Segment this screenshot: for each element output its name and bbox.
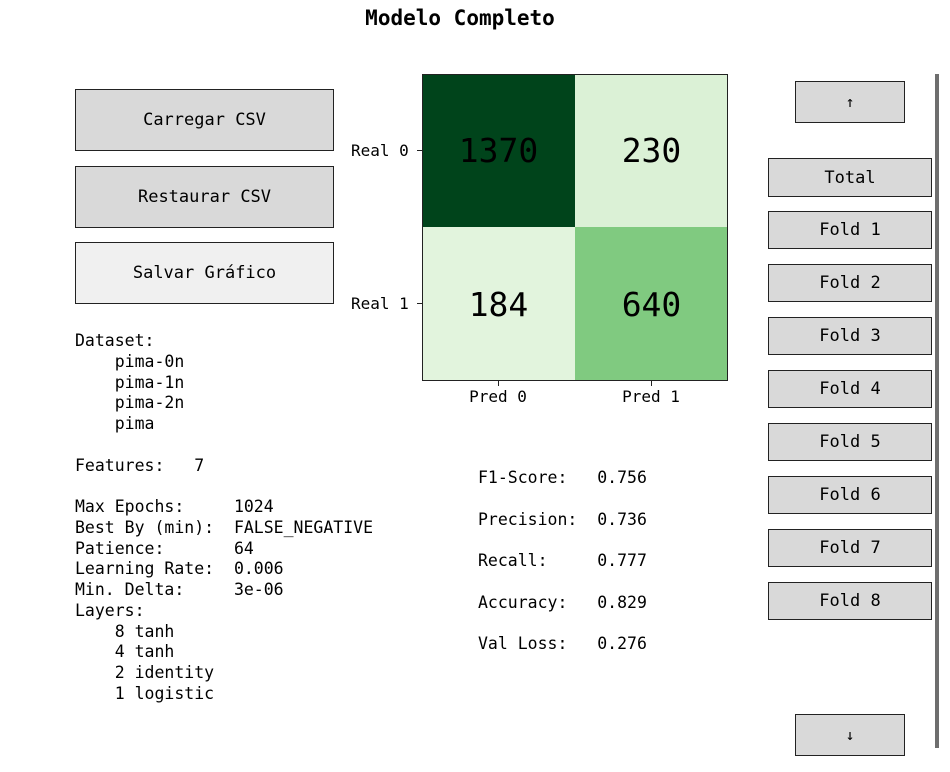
cm-x-tick (651, 381, 652, 386)
scroll-down-button[interactable]: ↓ (795, 714, 905, 756)
save-chart-button[interactable]: Salvar Gráfico (75, 242, 334, 304)
nav-item-fold-2[interactable]: Fold 2 (768, 264, 932, 302)
cm-cell-real1-pred0: 184 (422, 227, 575, 381)
cm-x-tick (498, 381, 499, 386)
cm-row-label-real1: Real 1 (351, 294, 409, 313)
nav-item-fold-1[interactable]: Fold 1 (768, 211, 932, 249)
scroll-up-button[interactable]: ↑ (795, 81, 905, 123)
nav-item-fold-8[interactable]: Fold 8 (768, 582, 932, 620)
nav-item-total[interactable]: Total (768, 158, 932, 197)
nav-item-fold-6[interactable]: Fold 6 (768, 476, 932, 514)
cm-cell-real0-pred1: 230 (575, 74, 728, 227)
nav-item-fold-5[interactable]: Fold 5 (768, 423, 932, 461)
cm-row-label-real0: Real 0 (351, 141, 409, 160)
cm-col-label-pred1: Pred 1 (622, 387, 680, 406)
nav-item-fold-7[interactable]: Fold 7 (768, 529, 932, 567)
cm-y-tick (417, 303, 422, 304)
cm-cell-real0-pred0: 1370 (422, 74, 575, 227)
load-csv-button[interactable]: Carregar CSV (75, 89, 334, 151)
model-info: Dataset: pima-0n pima-1n pima-2n pima Fe… (75, 331, 374, 703)
page-title: Modelo Completo (365, 6, 555, 30)
scrollbar[interactable] (935, 74, 939, 748)
cm-cell-real1-pred1: 640 (575, 227, 728, 381)
cm-col-label-pred0: Pred 0 (469, 387, 527, 406)
nav-item-fold-4[interactable]: Fold 4 (768, 370, 932, 408)
cm-frame (422, 74, 728, 381)
nav-item-fold-3[interactable]: Fold 3 (768, 317, 932, 355)
metrics-summary: F1-Score: 0.756 Precision: 0.736 Recall:… (478, 468, 647, 653)
restore-csv-button[interactable]: Restaurar CSV (75, 166, 334, 228)
cm-y-tick (417, 150, 422, 151)
